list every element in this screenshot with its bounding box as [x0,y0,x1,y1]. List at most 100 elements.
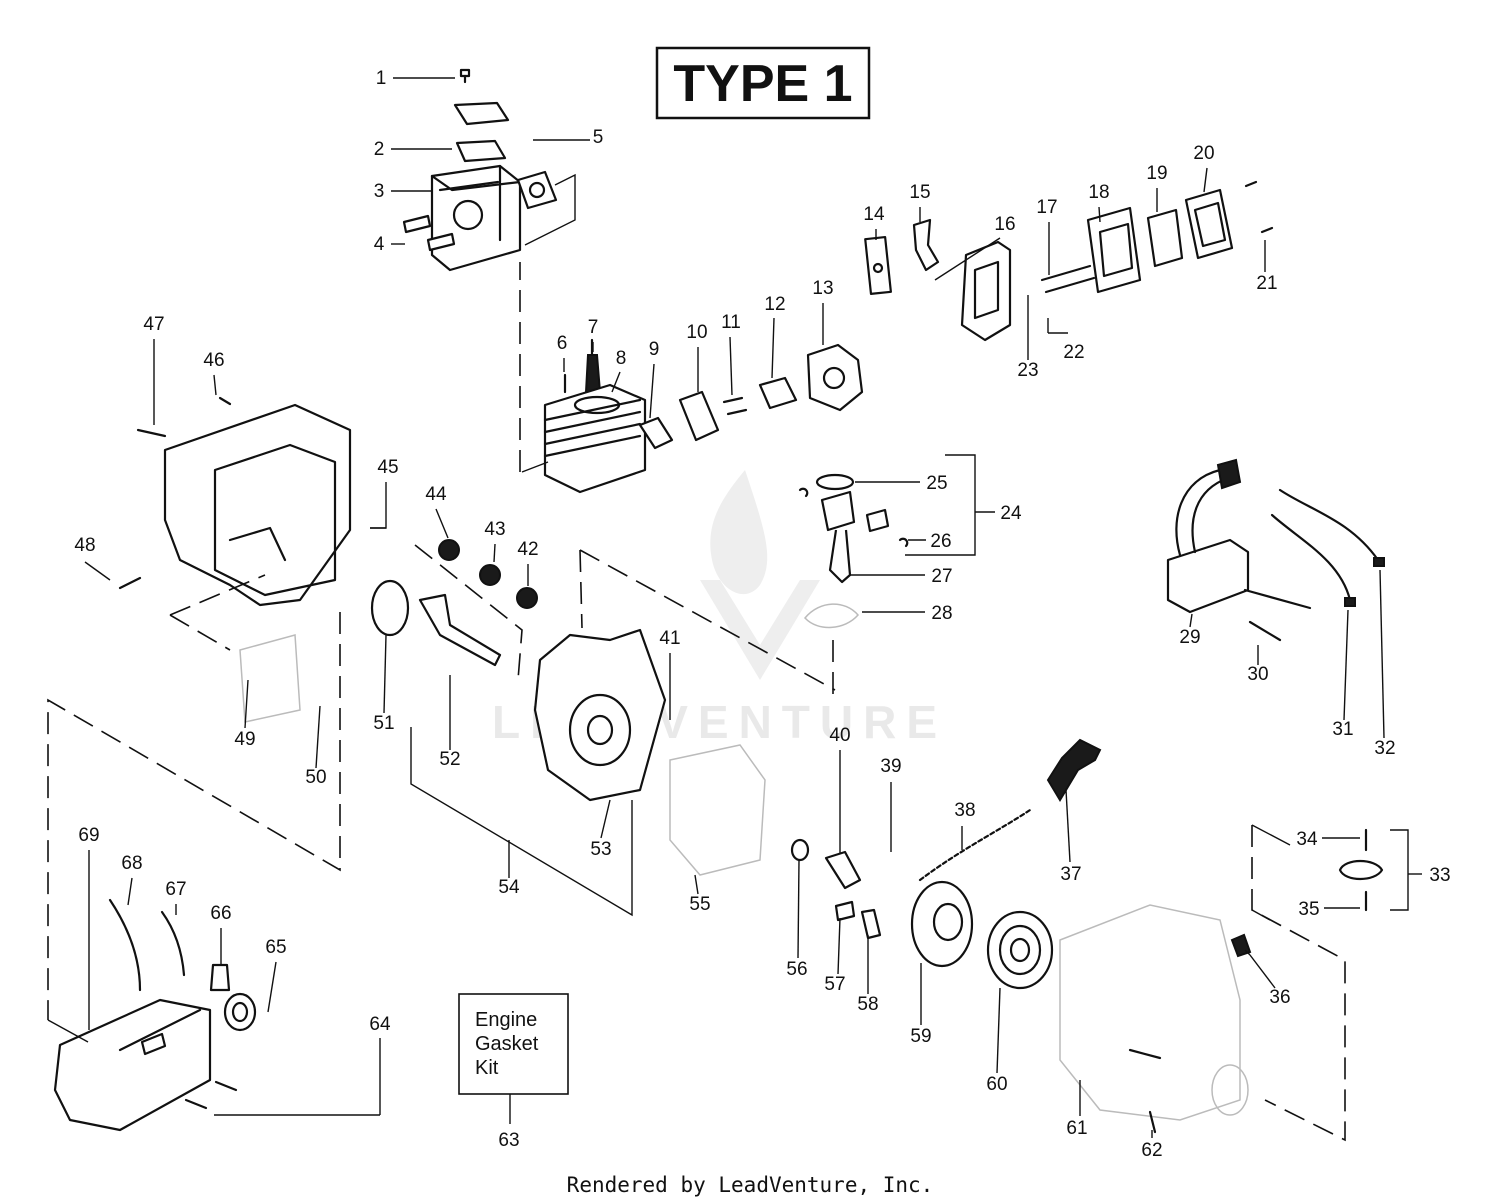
part-38-rope [918,808,1032,882]
callout-44: 44 [425,484,449,539]
part-number-10: 10 [686,322,707,343]
callout-9: 9 [649,339,659,419]
leader-line-53 [600,799,611,839]
part-11-screws [722,396,748,416]
callout-43: 43 [484,519,506,563]
part-52-crankshaft [418,593,502,667]
part-number-44: 44 [425,484,447,505]
leader-line-31 [1343,609,1349,721]
part-number-52: 52 [439,749,460,770]
part-16-air-box [960,240,1012,342]
callout-69: 69 [78,825,100,1030]
part-number-69: 69 [78,825,99,846]
leader-line-18 [1098,206,1101,223]
callout-8: 8 [611,348,626,393]
callout-67: 67 [165,879,187,915]
callout-61: 61 [1066,1080,1088,1139]
part-number-5: 5 [593,127,604,148]
part-number-32: 32 [1374,738,1395,759]
leader-line-56 [797,859,800,959]
callout-55: 55 [689,874,711,915]
leader-line-46 [213,374,217,396]
part-number-49: 49 [234,729,255,750]
callout-46: 46 [203,350,225,396]
part-number-22: 22 [1063,342,1084,363]
leader-line-36 [1249,954,1276,989]
leader-line-51 [383,634,387,714]
callout-38: 38 [954,800,976,850]
callout-53: 53 [590,799,612,860]
part-number-7: 7 [588,317,599,338]
callout-15: 15 [909,182,931,222]
callout-63: 63 [498,1130,519,1151]
leader-line-36-b [1244,949,1251,956]
callout-5: 5 [533,127,603,148]
callout-59: 59 [910,963,932,1047]
part-number-65: 65 [265,937,286,958]
callout-34: 34 [1296,829,1360,850]
part-number-24: 24 [1000,503,1022,524]
part-2-gasket [453,101,510,163]
callout-39: 39 [880,756,902,852]
callout-42: 42 [517,539,539,586]
part-49-shield [239,634,301,723]
callout-48: 48 [74,535,111,581]
callout-50: 50 [305,705,327,788]
part-17-bolts [1040,264,1096,294]
part-60-spring [986,910,1054,990]
callout-60: 60 [986,987,1008,1095]
callout-23: 23 [1017,295,1039,381]
part-number-13: 13 [812,278,833,299]
callout-27: 27 [850,566,953,587]
leader-line-55 [694,874,699,895]
callout-13: 13 [812,278,834,345]
callout-28: 28 [862,603,953,624]
part-31-32-wires [1270,488,1385,607]
callout-36: 36 [1244,949,1291,1008]
part-number-4: 4 [374,234,385,255]
callout-16: 16 [934,214,1016,281]
callout-47: 47 [143,314,165,425]
part-number-41: 41 [659,628,680,649]
part-number-29: 29 [1179,627,1200,648]
part-number-3: 3 [374,181,385,202]
part-number-30: 30 [1247,664,1268,685]
part-number-39: 39 [880,756,901,777]
leader-line-43 [493,543,496,563]
callout-29: 29 [1179,613,1201,648]
kit-line-3: Kit [475,1057,499,1079]
part-number-47: 47 [143,314,164,335]
part-number-45: 45 [377,457,398,478]
part-number-21: 21 [1256,273,1277,294]
part-number-64: 64 [369,1014,391,1035]
leader-line-48 [84,561,111,581]
part-62-bolts [1128,1048,1162,1134]
title-box: TYPE 1 [655,46,871,120]
part-number-35: 35 [1298,899,1319,920]
callout-57: 57 [824,917,846,995]
part-number-48: 48 [74,535,95,556]
leader-line-11 [729,336,733,396]
part-number-25: 25 [926,473,947,494]
part-number-12: 12 [764,294,785,315]
callout-19: 19 [1146,163,1168,212]
part-3-muffler [430,164,522,272]
callout-12: 12 [764,294,786,379]
callout-58: 58 [857,935,879,1015]
part-66-fuel-filter [209,963,231,992]
callout-22: 22 [1047,318,1085,363]
leader-line-12 [771,317,775,379]
part-number-51: 51 [373,713,394,734]
part-number-60: 60 [986,1074,1007,1095]
part-number-43: 43 [484,519,505,540]
callout-6: 6 [557,333,567,372]
part-15-choke-lever [912,218,940,272]
part-33-clamp-assembly [1338,828,1384,912]
leader-line-29 [1189,613,1193,628]
callout-32: 32 [1374,569,1396,759]
part-1-screw [459,68,471,84]
callout-56: 56 [786,859,808,980]
leader-line-44 [435,508,449,539]
part-64-screws [184,1080,238,1110]
